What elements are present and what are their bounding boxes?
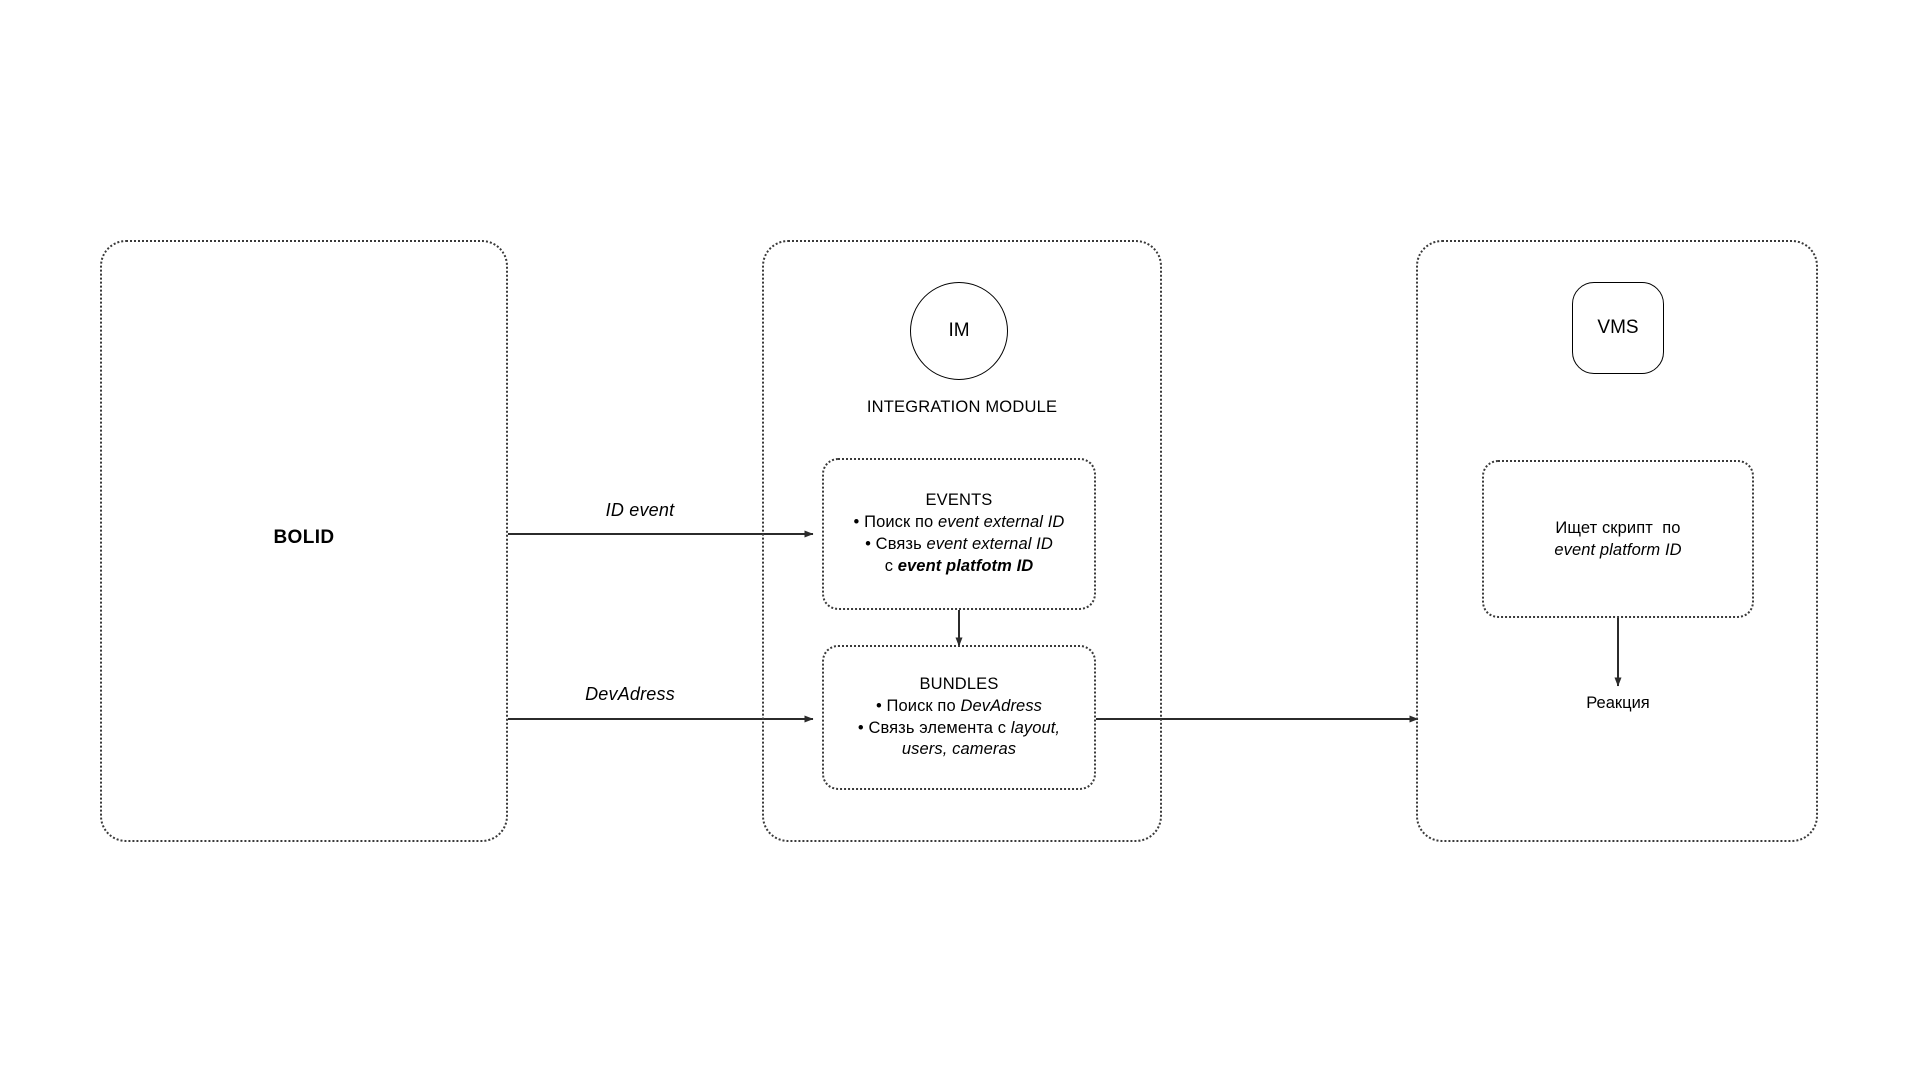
panel-vms[interactable]: [1416, 240, 1818, 842]
integration-module-node-label: IM: [948, 320, 970, 341]
bundles-bullet-2-plain: Связь элемента с: [868, 718, 1011, 737]
vms-script-line-2: event platform ID: [1554, 541, 1682, 559]
events-bullet-2-italic: event external ID: [926, 535, 1053, 553]
bullet-marker: •: [865, 535, 871, 553]
vms-script-box[interactable]: Ищет скрипт по event platform ID: [1482, 460, 1754, 618]
panel-integration-module[interactable]: [762, 240, 1162, 842]
events-bullet-2-plain: Связь: [875, 535, 927, 553]
arrow-label-devadress: DevAdress: [585, 684, 675, 704]
vms-reaction-label: Реакция: [1586, 694, 1650, 712]
arrow-label-id-event: ID event: [605, 500, 675, 520]
bundles-bullet-1-plain: Поиск по: [886, 696, 961, 715]
bundles-bullet-1-italic: DevAdress: [960, 696, 1043, 715]
bundles-box-title: BUNDLES: [919, 674, 999, 693]
bundles-bullet-2-italic: layout,: [1010, 718, 1061, 737]
events-bullet-1-plain: Поиск по: [864, 513, 939, 532]
bullet-marker: •: [875, 696, 882, 715]
bundles-bullet-2-cont: users, cameras: [901, 740, 1017, 759]
events-bullet-2-plain-2: с: [884, 556, 898, 575]
bundles-bullet-1: • Поиск по DevAdress: [876, 696, 1042, 718]
integration-module-node[interactable]: IM: [910, 282, 1008, 380]
integration-module-caption: INTEGRATION MODULE: [866, 398, 1058, 416]
events-box[interactable]: EVENTS • Поиск по event external ID • Св…: [822, 458, 1096, 610]
events-bullet-2-bold-italic: event platfotm ID: [897, 556, 1034, 575]
bullet-marker: •: [857, 718, 864, 737]
vms-script-line-1: Ищет скрипт по: [1555, 518, 1681, 537]
events-bullet-2-cont: с event platfotm ID: [885, 556, 1034, 578]
vms-node-label: VMS: [1597, 317, 1639, 338]
bullet-marker: •: [853, 513, 860, 532]
events-bullet-1: • Поиск по event external ID: [854, 512, 1065, 534]
events-bullet-1-italic: event external ID: [938, 513, 1065, 532]
bundles-box[interactable]: BUNDLES • Поиск по DevAdress • Связь эле…: [822, 645, 1096, 790]
events-bullet-2: • Связь event external ID: [865, 534, 1053, 556]
vms-node[interactable]: VMS: [1572, 282, 1664, 374]
bolid-label: BOLID: [273, 527, 335, 548]
events-box-title: EVENTS: [925, 491, 993, 510]
bundles-bullet-2: • Связь элемента с layout,: [858, 718, 1060, 740]
panel-bolid[interactable]: [100, 240, 508, 842]
